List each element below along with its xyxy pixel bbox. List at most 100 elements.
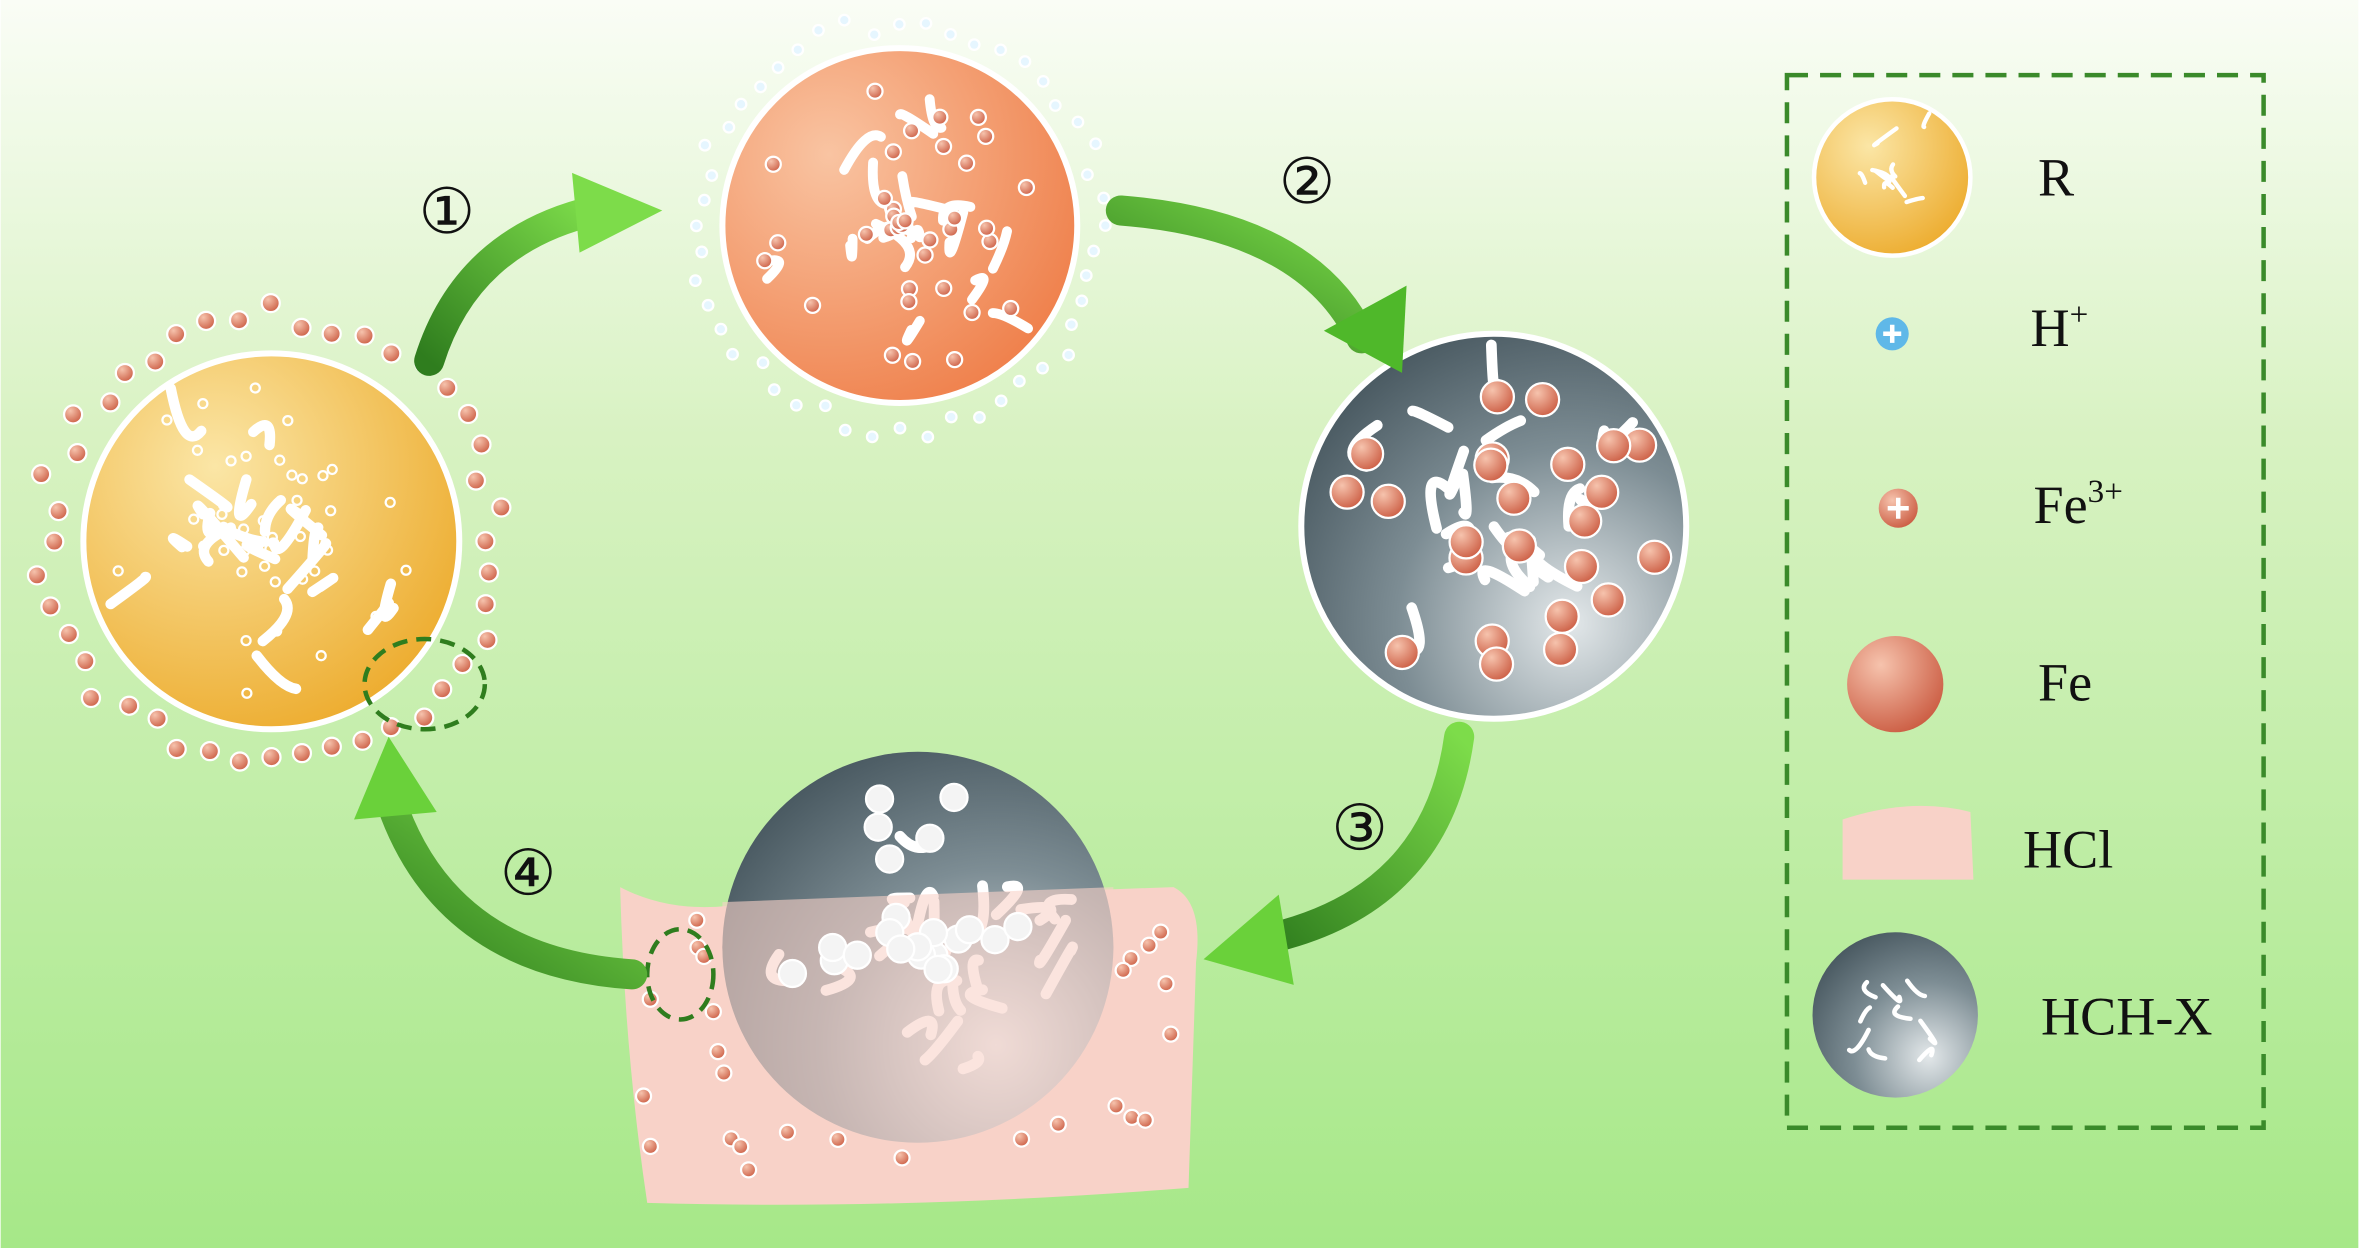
h-ion [267, 537, 279, 549]
fe3-ion [875, 189, 893, 208]
polymer-chain [1889, 174, 1908, 199]
fe-particle [1384, 634, 1420, 671]
fe3-ion [260, 292, 281, 314]
h-ion [296, 573, 309, 585]
fe3-ion [756, 252, 774, 270]
fe3-ion [44, 531, 65, 552]
fe3-ion [26, 565, 48, 586]
h-ion [236, 566, 248, 578]
fe3-ion [465, 470, 487, 491]
h-ion [722, 120, 736, 134]
h-ion [837, 13, 851, 27]
fe3-ion [715, 1064, 733, 1082]
polymer-chain [282, 538, 332, 595]
fe3-ion [352, 730, 373, 751]
released-site [777, 958, 808, 989]
h-ion [921, 430, 935, 444]
h-ion [1012, 374, 1026, 388]
fe3-ion [916, 246, 934, 264]
h-ion [1071, 115, 1085, 129]
h-ion [370, 610, 382, 623]
h-ion [695, 245, 709, 259]
h-ion [697, 193, 711, 207]
h-ion [257, 515, 269, 527]
fe3-ion [857, 225, 876, 244]
legend-r-icon [1811, 96, 1973, 258]
polymer-chain [897, 171, 917, 222]
released-site [939, 782, 969, 813]
h-ion [188, 513, 200, 525]
h-ion [225, 455, 237, 467]
released-site [923, 954, 953, 985]
fe3-ion [935, 279, 953, 298]
fe3-ion [732, 1137, 750, 1156]
h-ion [249, 382, 261, 394]
h-ion [1097, 191, 1111, 205]
h-ion [698, 138, 712, 152]
fe3-ion [704, 1003, 722, 1021]
fe3-ion [100, 392, 121, 413]
fe3-ion [945, 350, 964, 369]
h-ion [944, 410, 958, 424]
h-ion [317, 470, 329, 482]
fe3-ion [945, 209, 964, 227]
h-ion [240, 634, 252, 647]
fe3-ion [709, 1042, 727, 1061]
fe3-ion [48, 500, 69, 522]
step-1-label: ① [419, 177, 476, 247]
polymer-chain [259, 494, 287, 537]
h-ion [789, 398, 803, 412]
legend-label-h: H+ [2031, 297, 2089, 358]
polymer-network [1846, 978, 1938, 1063]
h-ion [216, 508, 228, 520]
fe-particle [1595, 428, 1632, 464]
fe3-ion [381, 343, 402, 364]
fe3-ion [902, 122, 921, 140]
h-ion [315, 650, 327, 662]
h-ion [756, 356, 770, 370]
h-ion [266, 531, 278, 544]
polymer-chain [1904, 978, 1928, 999]
fe3-ion [432, 679, 453, 700]
fe3-ion [147, 708, 168, 729]
polymer-chain [248, 420, 276, 451]
h-ion [967, 38, 981, 52]
h-ion [867, 28, 881, 42]
fe3-ion [1107, 1097, 1125, 1115]
fe3-ion [228, 310, 250, 331]
polymer-chain [1872, 126, 1899, 148]
fe3-ion [829, 1130, 847, 1148]
legend-fe-icon [1847, 636, 1944, 733]
fe-particle [1370, 483, 1406, 520]
fe3-ion [195, 310, 217, 332]
released-site [817, 932, 848, 963]
h-ion [321, 544, 334, 556]
polymer-chain [1892, 1004, 1913, 1022]
polymer-chain [839, 130, 886, 175]
fe3-ion [1002, 299, 1020, 318]
fe3-ion [1136, 1111, 1154, 1129]
polymer-chain [901, 315, 925, 346]
h-ion [689, 219, 703, 233]
fe3-ion [458, 403, 479, 425]
polymer-chain [307, 572, 339, 598]
fe-particle [1496, 480, 1532, 516]
arrow-step-1 [414, 172, 663, 376]
fe3-ion [380, 717, 402, 738]
fe3-ion [75, 650, 96, 672]
polymer-chain [845, 233, 858, 262]
fe3-ion [145, 351, 166, 372]
h-ion [1079, 269, 1093, 282]
h-ion [1087, 244, 1101, 258]
h-ion [291, 494, 303, 507]
h-ion [112, 565, 124, 577]
fe3-ion [321, 736, 342, 757]
fe3-ion [114, 362, 136, 384]
h-ion [309, 565, 321, 577]
polymer-chain [218, 523, 269, 547]
h-ion [1065, 318, 1078, 331]
h-ion [973, 411, 986, 424]
fe3-ion [931, 108, 949, 126]
fe3-ion [62, 404, 84, 425]
fe3-ion [414, 707, 435, 728]
